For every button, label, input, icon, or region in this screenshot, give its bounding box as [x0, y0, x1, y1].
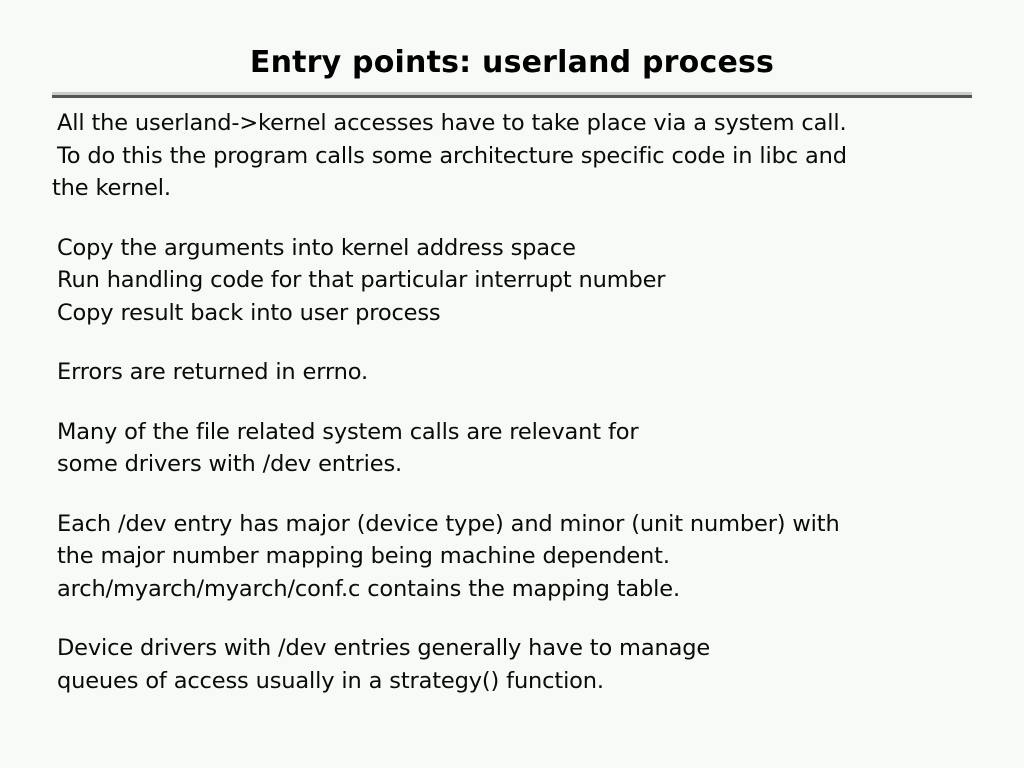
text-line: the kernel. [52, 175, 171, 201]
slide-body: All the userland->kernel accesses have t… [52, 107, 982, 697]
text-line: the major number mapping being machine d… [57, 543, 670, 569]
text-line: Each /dev entry has major (device type) … [57, 510, 840, 537]
paragraph-errors: Errors are returned in errno. [52, 356, 982, 389]
paragraph-dev-major-minor: Each /dev entry has major (device type) … [52, 508, 982, 606]
text-line: some drivers with /dev entries. [57, 451, 403, 477]
text-line: To do this the program calls some archit… [57, 142, 847, 169]
text-line: All the userland->kernel accesses have t… [57, 110, 847, 136]
text-line: queues of access usually in a strategy()… [57, 667, 604, 694]
page-title: Entry points: userland process [249, 45, 775, 80]
text-line: Device drivers with /dev entries general… [57, 635, 711, 661]
paragraph-device-driver-queues: Device drivers with /dev entries general… [52, 632, 982, 697]
paragraph-syscall-intro: All the userland->kernel accesses have t… [52, 107, 982, 205]
text-line: Copy the arguments into kernel address s… [57, 234, 576, 261]
title-divider [52, 92, 972, 98]
paragraph-file-syscalls: Many of the file related system calls ar… [52, 416, 982, 481]
paragraph-syscall-steps: Copy the arguments into kernel address s… [52, 232, 982, 330]
text-line: Errors are returned in errno. [57, 359, 368, 385]
text-line: Many of the file related system calls ar… [57, 418, 639, 445]
text-line: Copy result back into user process [57, 299, 441, 326]
text-line: arch/myarch/myarch/conf.c contains the m… [57, 575, 680, 602]
text-line: Run handling code for that particular in… [57, 267, 666, 293]
